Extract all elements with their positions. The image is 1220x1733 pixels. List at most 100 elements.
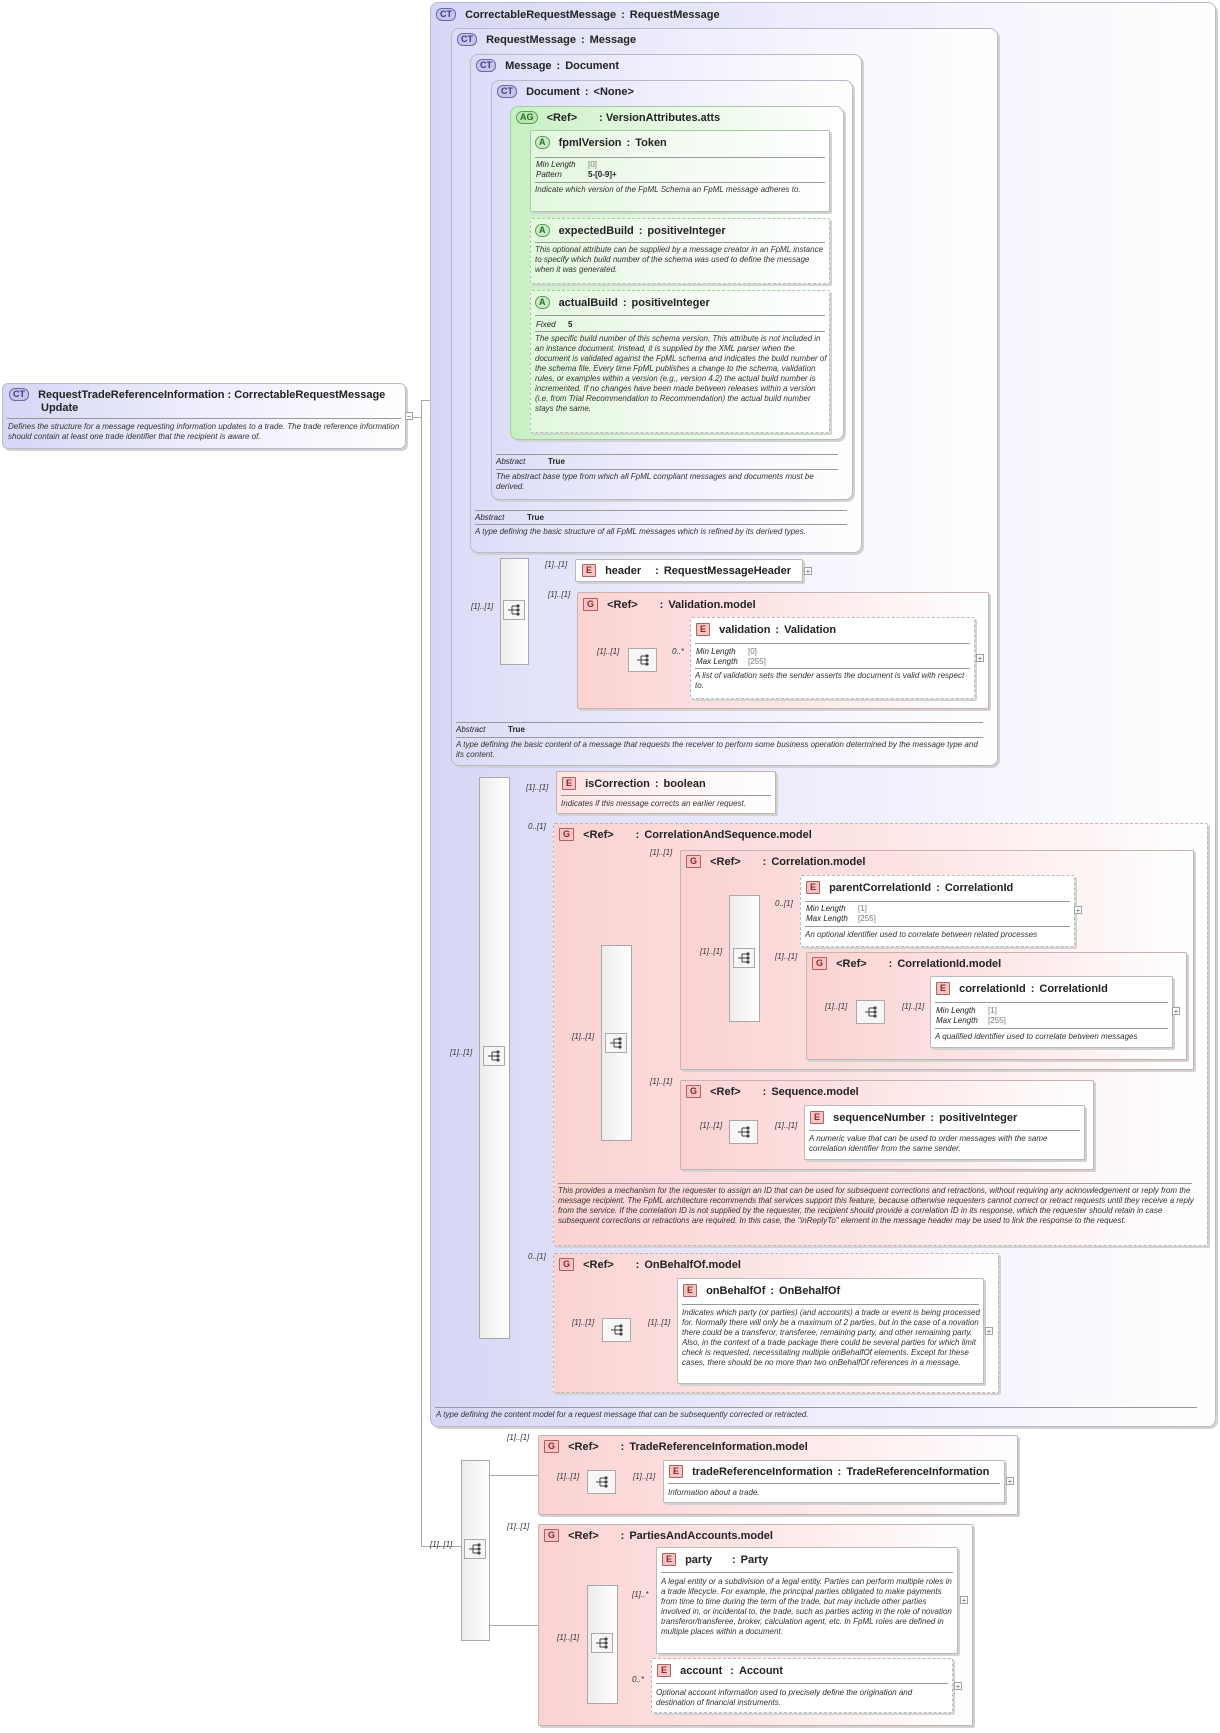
group-name: CorrelationId.model (897, 958, 1002, 970)
facet-label: Max Length (806, 914, 848, 923)
group-name: PartiesAndAccounts.model (629, 1530, 773, 1542)
cardinality: [1]..[1] (450, 1048, 473, 1057)
expand-icon[interactable]: + (960, 1596, 968, 1605)
element-icon: E (562, 777, 577, 790)
facet-value: 5-[0-9]+ (588, 170, 617, 179)
root-collapse-icon[interactable]: − (405, 412, 413, 421)
element-icon: E (582, 564, 597, 577)
cardinality: [1]..[1] (775, 952, 798, 961)
element-party[interactable]: E party:Party A legal entity or a subdiv… (656, 1547, 958, 1654)
type-name: CorrectableRequestMessage (465, 9, 617, 21)
group-icon: G (686, 855, 702, 868)
facet-label: Fixed (536, 320, 556, 329)
element-account[interactable]: E account:Account Optional account infor… (651, 1658, 953, 1713)
element-icon: E (669, 1465, 684, 1478)
cardinality: [1]..[1] (597, 647, 620, 656)
element-name: validation (719, 624, 771, 636)
element-is-correction[interactable]: E isCorrection:boolean Indicates if this… (556, 771, 776, 814)
element-sequence-number[interactable]: E sequenceNumber:positiveInteger A numer… (804, 1105, 1085, 1160)
ref-label: <Ref> (710, 856, 741, 868)
sequence-icon[interactable] (587, 1470, 616, 1494)
element-type: boolean (663, 778, 706, 790)
sequence-icon[interactable] (729, 1120, 758, 1144)
group-icon: G (812, 957, 828, 970)
type-description: A type defining the content model for a … (436, 1410, 809, 1419)
sequence-icon (733, 948, 755, 968)
type-name: Document (526, 86, 580, 98)
type-name: Message (505, 60, 552, 72)
cardinality: 0..[1] (528, 1252, 546, 1261)
cardinality: [1]..[1] (633, 1472, 656, 1481)
attribute-description: This optional attribute can be supplied … (535, 245, 824, 274)
ref-label: <Ref> (583, 1259, 614, 1271)
complex-type-icon: CT (436, 8, 456, 21)
group-name: Sequence.model (771, 1086, 859, 1098)
element-type: positiveInteger (939, 1112, 1018, 1124)
element-validation[interactable]: E validation:Validation Min Length[0] Ma… (690, 617, 975, 699)
element-name: sequenceNumber (833, 1112, 926, 1124)
expand-icon[interactable]: + (976, 654, 984, 663)
ref-label: <Ref> (836, 958, 867, 970)
element-header[interactable]: E header:RequestMessageHeader (575, 559, 803, 582)
group-icon: G (686, 1085, 702, 1098)
attribute-expected-build[interactable]: A expectedBuild:positiveInteger This opt… (530, 218, 830, 284)
cardinality: [1]..[1] (471, 602, 494, 611)
element-description: A legal entity or a subdivision of a leg… (661, 1577, 952, 1636)
root-complex-type[interactable]: CT RequestTradeReferenceInformation : Co… (2, 383, 406, 449)
cardinality: [1]..[1] (775, 1121, 798, 1130)
group-description: This provides a mechanism for the reques… (558, 1186, 1194, 1225)
element-name: parentCorrelationId (829, 882, 932, 894)
cardinality: [1]..[1] (648, 1318, 671, 1327)
element-icon: E (810, 1111, 825, 1124)
element-description: A numeric value that can be used to orde… (809, 1134, 1048, 1153)
element-parent-correlation-id[interactable]: E parentCorrelationId:CorrelationId Min … (800, 875, 1075, 947)
expand-icon[interactable]: + (804, 567, 812, 576)
expand-icon[interactable]: + (1074, 906, 1082, 915)
cardinality: [1]..[1] (557, 1472, 580, 1481)
facet-label: Min Length (696, 647, 736, 656)
attribute-type: positiveInteger (631, 297, 710, 309)
sequence-icon (591, 1633, 613, 1653)
cardinality: [1]..[1] (700, 1121, 723, 1130)
element-on-behalf-of[interactable]: E onBehalfOf:OnBehalfOf Indicates which … (677, 1278, 984, 1384)
expand-icon[interactable]: + (985, 1327, 993, 1336)
element-name: isCorrection (585, 778, 650, 790)
element-icon: E (662, 1553, 677, 1566)
sequence-icon[interactable] (856, 1000, 885, 1024)
expand-icon[interactable]: + (1006, 1477, 1014, 1486)
cardinality: 0..[1] (528, 822, 546, 831)
element-trade-reference-information[interactable]: E tradeReferenceInformation:TradeReferen… (663, 1460, 1005, 1503)
facet-value: [1] (858, 904, 867, 913)
element-type: CorrelationId (944, 882, 1014, 894)
ref-label: <Ref> (568, 1441, 599, 1453)
facet-label: Min Length (806, 904, 846, 913)
sequence-icon[interactable] (602, 1318, 631, 1342)
element-correlation-id[interactable]: E correlationId:CorrelationId Min Length… (930, 976, 1173, 1048)
element-name: tradeReferenceInformation (692, 1466, 833, 1478)
element-type: Validation (784, 624, 837, 636)
attribute-icon: A (535, 136, 550, 149)
complex-type-icon: CT (476, 59, 496, 72)
abstract-value: True (548, 457, 565, 466)
cardinality: [1]..* (632, 1590, 649, 1599)
facet-label: Max Length (696, 657, 738, 666)
element-icon: E (806, 881, 821, 894)
expand-icon[interactable]: + (1172, 1007, 1180, 1016)
element-name: onBehalfOf (706, 1285, 766, 1297)
root-name-cont: Update (41, 402, 79, 414)
element-description: Information about a trade. (668, 1488, 760, 1497)
facet-value: [255] (858, 914, 876, 923)
sequence-icon[interactable] (628, 648, 657, 672)
type-description: The abstract base type from which all Fp… (496, 472, 814, 491)
attribute-fpml-version[interactable]: A fpmlVersion:Token Min Length[0] Patter… (530, 130, 830, 212)
ref-label: <Ref> (568, 1530, 599, 1542)
element-description: Indicates if this message corrects an ea… (561, 799, 746, 808)
element-name: correlationId (959, 983, 1026, 995)
expand-icon[interactable]: + (954, 1682, 962, 1691)
facet-label: Max Length (936, 1016, 978, 1025)
cardinality: [1]..[1] (650, 848, 673, 857)
complex-type-icon: CT (497, 85, 517, 98)
abstract-label: Abstract (496, 457, 526, 466)
element-icon: E (936, 982, 951, 995)
